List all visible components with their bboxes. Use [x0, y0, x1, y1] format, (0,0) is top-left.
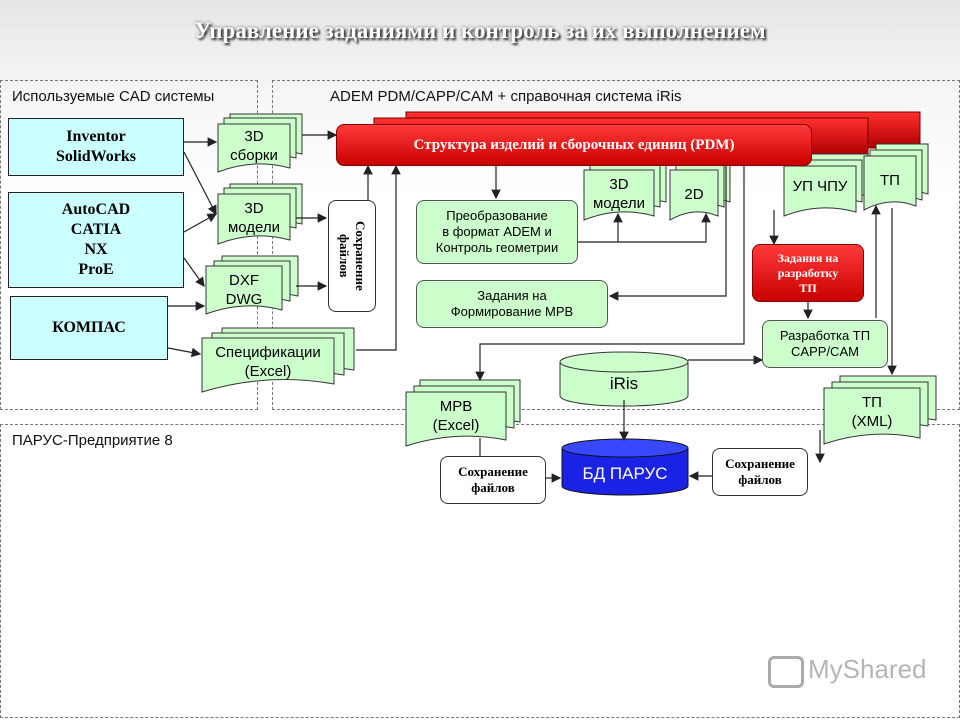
- page-title: Управление заданиями и контроль за их вы…: [194, 18, 766, 43]
- cad-autocad-catia-nx-proe: AutoCAD CATIA NX ProE: [8, 192, 184, 288]
- tasks-tp-box: Задания на разработку ТП: [752, 244, 864, 302]
- doc-2d-shape: [669, 159, 731, 221]
- doc-tp-xml-label: ТП (XML): [851, 394, 893, 430]
- dev-tp-capp-cam-box: Разработка ТП CAPP/CAM: [762, 320, 888, 368]
- doc-up-chpu-label: УП ЧПУ: [792, 178, 848, 195]
- pdm-structure-box: Структура изделий и сборочных единиц (PD…: [336, 124, 812, 166]
- parus-region-label: ПАРУС-Предприятие 8: [12, 432, 173, 449]
- doc-3d-assemblies-label: 3D сборки: [230, 128, 278, 164]
- doc-tp-shape: [863, 143, 929, 211]
- save-files-vertical-box: Сохранение файлов: [328, 200, 376, 312]
- doc-3d-models-2-shape: [583, 159, 667, 221]
- doc-mrv-label: МРВ (Excel): [432, 398, 480, 434]
- doc-2d-label: 2D: [684, 186, 704, 203]
- watermark-logo: [768, 656, 804, 688]
- doc-specs-shape: [201, 327, 355, 393]
- bd-parus-cylinder-shape: [561, 438, 689, 496]
- cad-inventor-solidworks: Inventor SolidWorks: [8, 118, 184, 176]
- cad-kompas: КОМПАС: [10, 296, 168, 360]
- doc-tp-label: ТП: [880, 172, 900, 189]
- iris-cylinder-shape: [559, 351, 689, 407]
- tasks-mrv-box: Задания на Формирование МРВ: [416, 280, 608, 328]
- save-files-left-box: Сохранение файлов: [440, 456, 546, 504]
- cad-region-label: Используемые CAD системы: [12, 88, 215, 105]
- bd-parus-label: БД ПАРУС: [582, 464, 668, 483]
- doc-3d-models-2-label: 3D модели: [592, 176, 646, 212]
- iris-label: iRis: [609, 374, 639, 393]
- adem-region-label: ADEM PDM/CAPP/CAM + справочная система i…: [330, 88, 682, 105]
- cad-region: [0, 80, 258, 410]
- save-files-right-box: Сохранение файлов: [712, 448, 808, 496]
- doc-up-chpu-shape: [783, 153, 869, 217]
- doc-3d-models-shape: [217, 183, 303, 245]
- doc-3d-models-label: 3D модели: [227, 200, 281, 236]
- doc-tp-xml-shape: [823, 375, 937, 445]
- doc-dxf-dwg-label: DXF DWG: [225, 272, 263, 308]
- watermark-text: MyShared: [808, 654, 927, 684]
- doc-mrv-shape: [405, 379, 521, 447]
- convert-adem-box: Преобразование в формат ADEM и Контроль …: [416, 200, 578, 264]
- doc-dxf-shape: [205, 255, 299, 315]
- doc-3d-assemblies-shape: [217, 113, 303, 173]
- doc-specs-label: Спецификации (Excel): [215, 344, 321, 380]
